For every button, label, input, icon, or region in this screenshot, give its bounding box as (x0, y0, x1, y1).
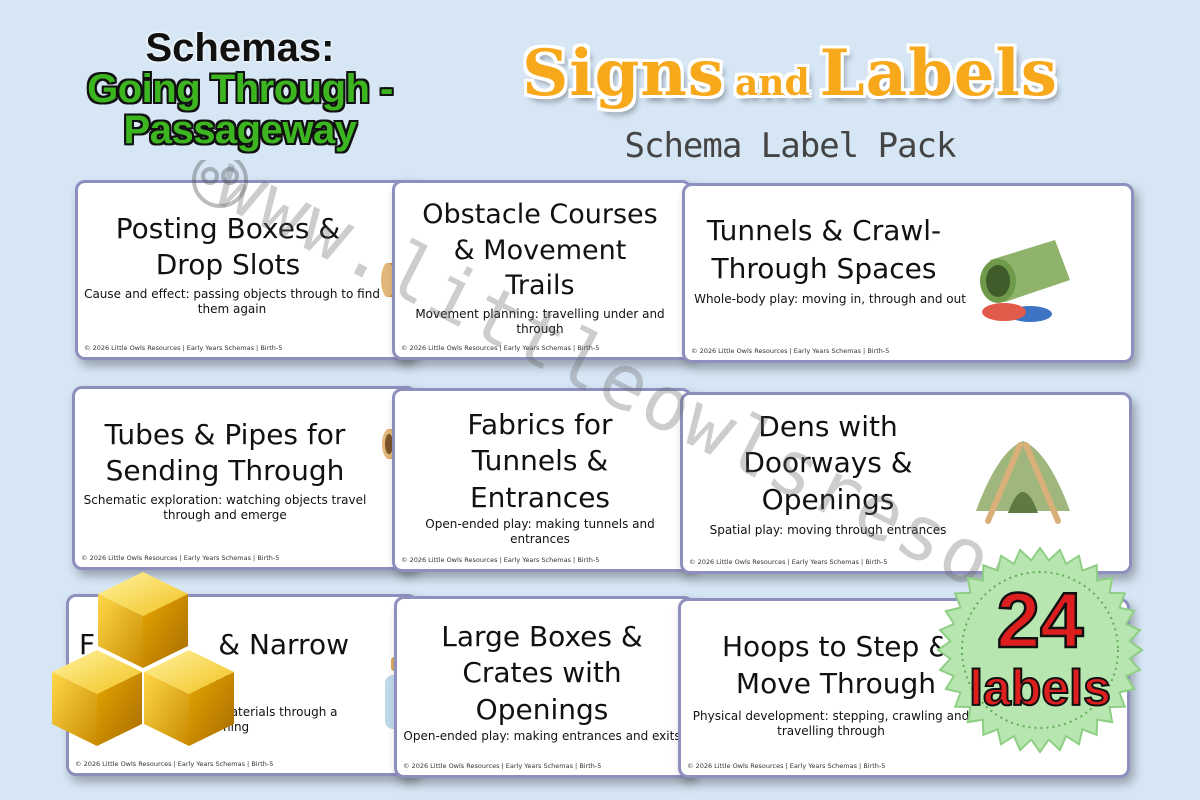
card-footer: © 2026 Little Owls Resources | Early Yea… (689, 558, 888, 566)
badge-starburst (936, 546, 1144, 754)
label-card-4: Tubes & Pipes for Sending Through Schema… (72, 386, 417, 570)
card-description: Movement planning: travelling under and … (415, 307, 665, 336)
card-title: Fabrics for Tunnels & Entrances (467, 408, 613, 514)
schema-title-line1: Schemas: (145, 26, 335, 70)
card-footer: © 2026 Little Owls Resources | Early Yea… (84, 344, 283, 352)
card-description: Cause and effect: passing objects throug… (84, 287, 380, 316)
card-footer: © 2026 Little Owls Resources | Early Yea… (81, 554, 280, 562)
card-description: Whole-body play: moving in, through and … (694, 292, 966, 306)
card-description: Schematic exploration: watching objects … (83, 493, 367, 522)
card-title: Tubes & Pipes for Sending Through (104, 418, 346, 488)
card-footer: © 2026 Little Owls Resources | Early Yea… (687, 762, 886, 770)
badge-word: labels (969, 660, 1111, 716)
schema-title-line3: Passageway (123, 107, 357, 152)
card-description: Physical development: stepping, crawling… (692, 709, 970, 738)
card-description: materials through a ning (219, 705, 338, 734)
schema-title: Schemas: Going Through - Passageway (40, 28, 440, 150)
label-card-5: Fabrics for Tunnels & Entrances Open-end… (392, 388, 692, 572)
card-description: Spatial play: moving through entrances (709, 523, 947, 537)
schema-title-line2: Going Through - (87, 66, 393, 111)
card-title: Large Boxes & Crates with Openings (441, 620, 643, 726)
card-footer: © 2026 Little Owls Resources | Early Yea… (75, 760, 274, 768)
main-title-word1: Signs (522, 36, 725, 111)
card-title: Hoops to Step & Move Through (721, 630, 951, 700)
tunnel-icon (980, 240, 1070, 322)
card-footer: © 2026 Little Owls Resources | Early Yea… (401, 344, 600, 352)
card-title: Tunnels & Crawl- Through Spaces (706, 214, 942, 285)
card-footer: © 2026 Little Owls Resources | Early Yea… (691, 347, 890, 355)
card-footer: © 2026 Little Owls Resources | Early Yea… (403, 762, 602, 770)
label-card-2: Obstacle Courses & Movement Trails Movem… (392, 180, 692, 360)
card-description: Open-ended play: making tunnels and entr… (425, 517, 655, 546)
label-count-badge: 24 labels (936, 546, 1144, 754)
label-card-8: Large Boxes & Crates with Openings Open-… (394, 596, 694, 778)
card-footer: © 2026 Little Owls Resources | Early Yea… (401, 556, 600, 564)
label-card-6: Dens with Doorways & Openings Spatial pl… (680, 392, 1132, 574)
card-title: Obstacle Courses & Movement Trails (422, 199, 658, 302)
fabric-den-icon (976, 441, 1070, 524)
main-title-word3: Labels (819, 36, 1058, 111)
label-card-3: Tunnels & Crawl- Through Spaces Whole-bo… (682, 183, 1134, 363)
label-card-1: Posting Boxes & Drop Slots Cause and eff… (75, 180, 415, 360)
card-title: Posting Boxes & Drop Slots (115, 212, 341, 281)
badge-number: 24 (997, 576, 1084, 664)
main-title-word2: and (734, 62, 810, 104)
card-title: Dens with Doorways & Openings (743, 410, 913, 516)
subtitle: Schema Label Pack (624, 126, 957, 166)
gold-cubes-icon (52, 572, 234, 746)
card-description: Open-ended play: making entrances and ex… (403, 729, 681, 743)
